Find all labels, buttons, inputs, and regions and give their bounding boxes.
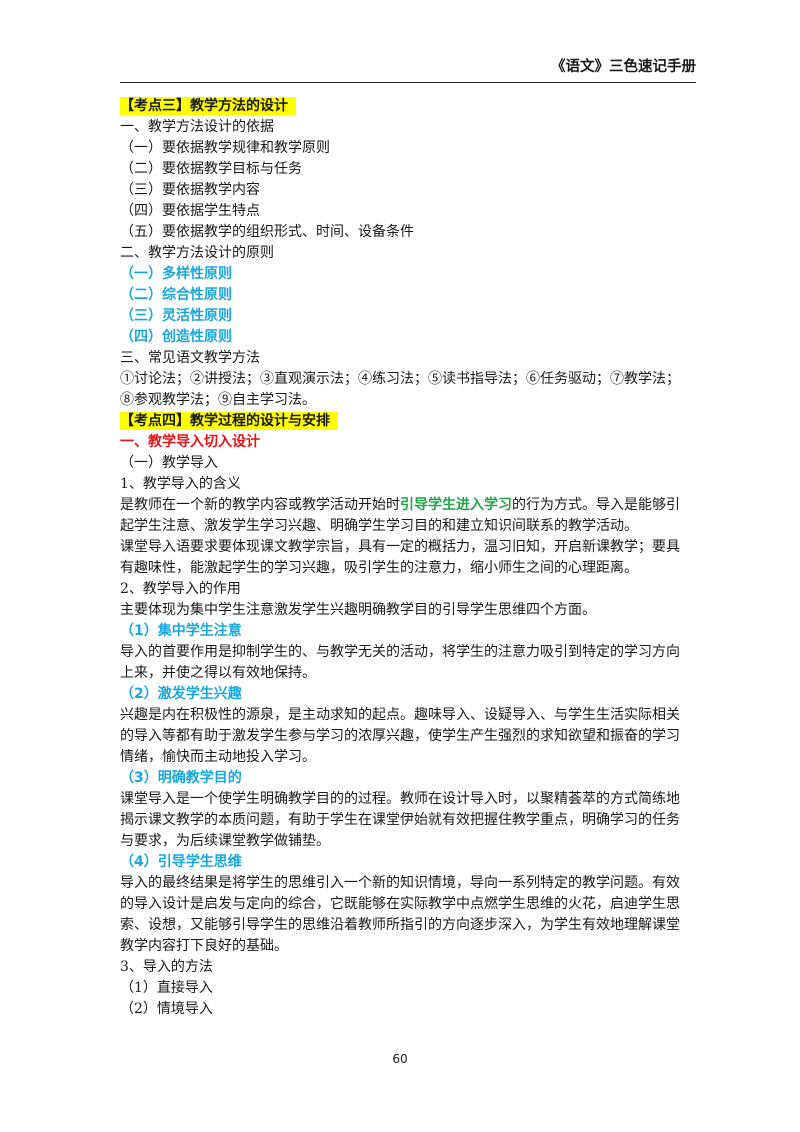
text-line: （五）要依据教学的组织形式、时间、设备条件 <box>120 224 414 240</box>
blue-subheading: （1）集中学生注意 <box>120 623 242 639</box>
green-keyword: 引导学生进入学习 <box>400 497 512 513</box>
text-line: （一）教学导入 <box>120 455 218 471</box>
text-line: 上来，并使之得以有效地保持。 <box>120 665 316 681</box>
text-line: 揭示课文教学的本质问题，有助于学生在课堂伊始就有效把握住教学重点，明确学习的任务 <box>120 812 680 828</box>
text-line: 2、教学导入的作用 <box>120 581 241 597</box>
blue-subheading: （4）引导学生思维 <box>120 854 242 870</box>
page-content: 【考点三】教学方法的设计 一、教学方法设计的依据 （一）要依据教学规律和教学原则… <box>120 96 696 1020</box>
text-line: （二）要依据教学目标与任务 <box>120 161 302 177</box>
section-heading-kaodian4: 【考点四】教学过程的设计与安排 <box>120 411 696 432</box>
text-line: 课堂导入是一个使学生明确教学目的的过程。教师在设计导入时，以聚精荟萃的方式简练地 <box>120 791 680 807</box>
text-line: 的导入等都有助于激发学生参与学习的浓厚兴趣，使学生产生强烈的求知欲望和振奋的学习 <box>120 728 680 744</box>
text-line: （四）要依据学生特点 <box>120 203 260 219</box>
text-line: 导入的首要作用是抑制学生的、与教学无关的活动，将学生的注意力吸引到特定的学习方向 <box>120 644 680 660</box>
text-line: ①讨论法；②讲授法；③直观演示法；④练习法；⑤读书指导法；⑥任务驱动；⑦教学法； <box>120 371 680 387</box>
principle-item: （四）创造性原则 <box>120 329 232 345</box>
text-line: 主要体现为集中学生注意激发学生兴趣明确教学目的引导学生思维四个方面。 <box>120 602 596 618</box>
text-line: 一、教学方法设计的依据 <box>120 119 274 135</box>
highlighted-heading: 【考点三】教学方法的设计 <box>120 97 296 115</box>
principle-item: （二）综合性原则 <box>120 287 232 303</box>
text-line: 的导入设计是启发与定向的综合，它既能够在实际教学中点燃学生思维的火花，启迪学生思 <box>120 896 680 912</box>
text-line: （三）要依据教学内容 <box>120 182 260 198</box>
principle-item: （一）多样性原则 <box>120 266 232 282</box>
text-run: 的行为方式。导入是能够引 <box>512 497 680 513</box>
running-header: 《语文》三色速记手册 <box>120 56 696 83</box>
text-line: 与要求，为后续课堂教学做铺垫。 <box>120 833 330 849</box>
text-line: 导入的最终结果是将学生的思维引入一个新的知识情境，导向一系列特定的教学问题。有效 <box>120 875 680 891</box>
text-line: （一）要依据教学规律和教学原则 <box>120 140 330 156</box>
text-line: 索、设想，又能够引导学生的思维沿着教师所指引的方向逐步深入，为学生有效地理解课堂 <box>120 917 680 933</box>
text-line: ⑧参观教学法；⑨自主学习法。 <box>120 392 316 408</box>
section-heading-kaodian3: 【考点三】教学方法的设计 <box>120 96 696 117</box>
text-line: 有趣味性，能激起学生的学习兴趣，吸引学生的注意力，缩小师生之间的心理距离。 <box>120 560 638 576</box>
blue-subheading: （2）激发学生兴趣 <box>120 686 242 702</box>
highlighted-heading: 【考点四】教学过程的设计与安排 <box>120 412 338 430</box>
text-line: 是教师在一个新的教学内容或教学活动开始时引导学生进入学习的行为方式。导入是能够引 <box>120 495 696 516</box>
blue-subheading: （3）明确教学目的 <box>120 770 242 786</box>
text-line: 3、导入的方法 <box>120 959 213 975</box>
text-line: 情绪，愉快而主动地投入学习。 <box>120 749 316 765</box>
text-line: 兴趣是内在积极性的源泉，是主动求知的起点。趣味导入、设疑导入、与学生生活实际相关 <box>120 707 680 723</box>
text-line: 起学生注意、激发学生学习兴趣、明确学生学习目的和建立知识间联系的教学活动。 <box>120 518 638 534</box>
text-line: 三、常见语文教学方法 <box>120 350 260 366</box>
text-line: 1、教学导入的含义 <box>120 476 241 492</box>
text-line: 课堂导入语要求要体现课文教学宗旨，具有一定的概括力，温习旧知，开启新课教学；要具 <box>120 539 680 555</box>
page-number: 60 <box>392 1052 408 1066</box>
principle-item: （三）灵活性原则 <box>120 308 232 324</box>
text-run: 是教师在一个新的教学内容或教学活动开始时 <box>120 497 400 513</box>
text-line: 二、教学方法设计的原则 <box>120 245 274 261</box>
red-subheading: 一、教学导入切入设计 <box>120 434 260 450</box>
text-line: （1）直接导入 <box>120 980 213 996</box>
text-line: （2）情境导入 <box>120 1001 213 1017</box>
text-line: 教学内容打下良好的基础。 <box>120 938 288 954</box>
